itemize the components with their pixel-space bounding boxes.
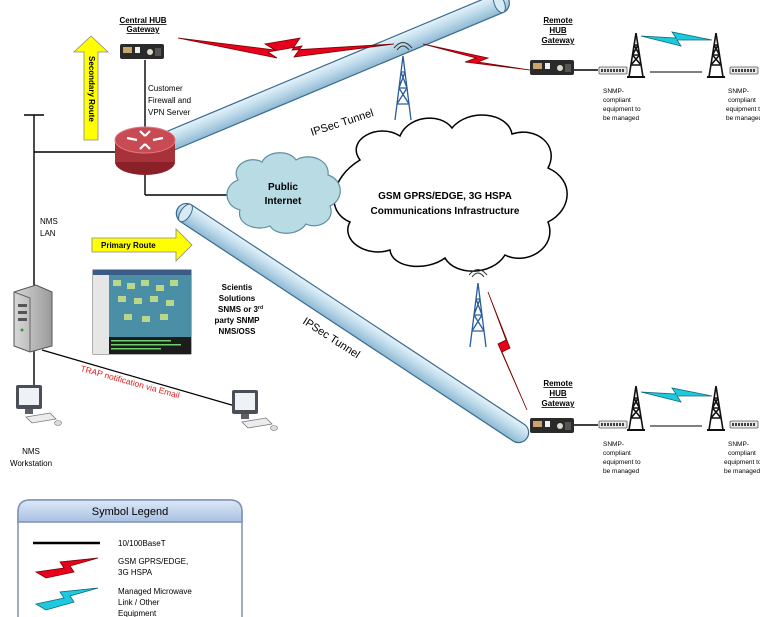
remote-hub-top-label: HUB bbox=[549, 26, 567, 35]
snmp-label-group-bottom-right: SNMP- compliant equipment to be managed bbox=[724, 441, 760, 475]
microwave-tower-icon bbox=[626, 32, 646, 78]
legend-gsm-bolt bbox=[34, 557, 99, 579]
scientis-label: NMS/OSS bbox=[219, 327, 257, 336]
snmp-label-group-top-left: SNMP- compliant equipment to be managed bbox=[603, 88, 641, 122]
central-hub-label: Central HUB bbox=[119, 16, 166, 25]
legend-microwave-bolt bbox=[34, 587, 99, 611]
public-internet-label: Public bbox=[268, 182, 298, 193]
svg-text:SNMP-: SNMP- bbox=[603, 441, 624, 448]
svg-text:be managed: be managed bbox=[726, 115, 760, 122]
nms-workstation-label: NMS bbox=[22, 447, 40, 456]
remote-hub-bottom-label: Remote bbox=[543, 379, 573, 388]
nms-screenshot-thumbnail bbox=[92, 269, 192, 355]
svg-text:compliant: compliant bbox=[603, 97, 631, 104]
ipsec-tunnel-bottom-shape bbox=[175, 202, 530, 444]
snmp-label-group-top-right: SNMP- compliant equipment to be managed bbox=[726, 88, 760, 122]
snmp-device-icon bbox=[729, 66, 759, 75]
scientis-label: SNMS or 3rd bbox=[218, 305, 263, 314]
primary-route-arrow bbox=[91, 228, 193, 262]
gsm-tower-bottom bbox=[468, 269, 488, 348]
central-hub-label: Gateway bbox=[127, 25, 160, 34]
remote-hub-top-label: Gateway bbox=[542, 36, 575, 45]
ipsec-tunnel-top-label: IPSec Tunnel bbox=[309, 107, 375, 139]
svg-text:equipment to: equipment to bbox=[726, 106, 760, 113]
customer-firewall-label: Customer bbox=[148, 84, 183, 93]
svg-text:be managed: be managed bbox=[603, 468, 640, 475]
remote-hub-gateway-device-bottom bbox=[530, 418, 574, 433]
svg-text:equipment to: equipment to bbox=[724, 459, 760, 466]
remote-hub-gateway-device-top bbox=[530, 60, 574, 75]
public-internet-label: Internet bbox=[265, 196, 302, 207]
scientis-label: Solutions bbox=[219, 294, 256, 303]
legend-title: Symbol Legend bbox=[92, 506, 168, 518]
microwave-bolt-top bbox=[640, 31, 713, 47]
gsm-link-bolt-top-right bbox=[422, 43, 531, 71]
gsm-cloud bbox=[333, 114, 568, 272]
microwave-tower-icon bbox=[706, 385, 726, 431]
nms-workstation-label: Workstation bbox=[10, 459, 52, 468]
legend-item-label: Link / Other bbox=[118, 598, 160, 607]
gsm-link-bolt-bottom bbox=[487, 291, 528, 411]
svg-text:be managed: be managed bbox=[603, 115, 640, 122]
legend-item-label: Managed Microwave bbox=[118, 587, 192, 596]
gsm-cloud-label: GSM GPRS/EDGE, 3G HSPA bbox=[378, 191, 512, 202]
snmp-device-icon bbox=[598, 420, 628, 429]
central-hub-gateway-device bbox=[120, 44, 164, 59]
snmp-label-group-bottom-left: SNMP- compliant equipment to be managed bbox=[603, 441, 641, 475]
legend-item-label: Equipment bbox=[118, 609, 157, 617]
svg-text:equipment to: equipment to bbox=[603, 459, 641, 466]
customer-firewall-label: Firewall and bbox=[148, 96, 191, 105]
public-internet-cloud bbox=[226, 152, 341, 234]
svg-text:be managed: be managed bbox=[724, 468, 760, 475]
svg-text:SNMP-: SNMP- bbox=[728, 88, 749, 95]
customer-firewall-label: VPN Server bbox=[148, 108, 191, 117]
gsm-cloud-label: Communications Infrastructure bbox=[371, 206, 520, 217]
svg-text:equipment to: equipment to bbox=[603, 106, 641, 113]
lan-backbone bbox=[24, 60, 598, 426]
symbol-legend: Symbol Legend 10/100BaseT GSM GPRS/EDGE,… bbox=[17, 499, 243, 617]
secondary-route-label: Secondary Route bbox=[87, 56, 96, 122]
remote-hub-bottom-label: Gateway bbox=[542, 399, 575, 408]
router-firewall-icon bbox=[114, 126, 176, 175]
secondary-route-arrow bbox=[72, 35, 110, 141]
legend-item-label: 10/100BaseT bbox=[118, 539, 166, 548]
nms-workstation-icon bbox=[15, 384, 62, 426]
svg-text:compliant: compliant bbox=[603, 450, 631, 457]
remote-hub-bottom-label: HUB bbox=[549, 389, 567, 398]
snmp-device-icon bbox=[729, 420, 759, 429]
nms-lan-label: NMS bbox=[40, 217, 58, 226]
legend-item-label: 3G HSPA bbox=[118, 568, 153, 577]
gsm-tower-top bbox=[393, 42, 413, 121]
email-workstation-icon bbox=[231, 389, 278, 431]
trap-notification-label: TRAP notification via Email bbox=[79, 363, 180, 400]
nms-lan-label: LAN bbox=[40, 229, 56, 238]
scientis-label: Scientis bbox=[222, 283, 253, 292]
svg-text:SNMP-: SNMP- bbox=[728, 441, 749, 448]
microwave-bolt-bottom bbox=[640, 387, 713, 403]
svg-text:SNMP-: SNMP- bbox=[603, 88, 624, 95]
svg-text:compliant: compliant bbox=[728, 450, 756, 457]
remote-hub-top-label: Remote bbox=[543, 16, 573, 25]
svg-text:compliant: compliant bbox=[728, 97, 756, 104]
legend-item-label: GSM GPRS/EDGE, bbox=[118, 557, 188, 566]
scientis-label: party SNMP bbox=[215, 316, 261, 325]
primary-route-label: Primary Route bbox=[101, 241, 156, 250]
nms-server-icon bbox=[13, 284, 53, 353]
snmp-device-icon bbox=[598, 66, 628, 75]
gsm-link-bolt-top bbox=[177, 37, 395, 59]
